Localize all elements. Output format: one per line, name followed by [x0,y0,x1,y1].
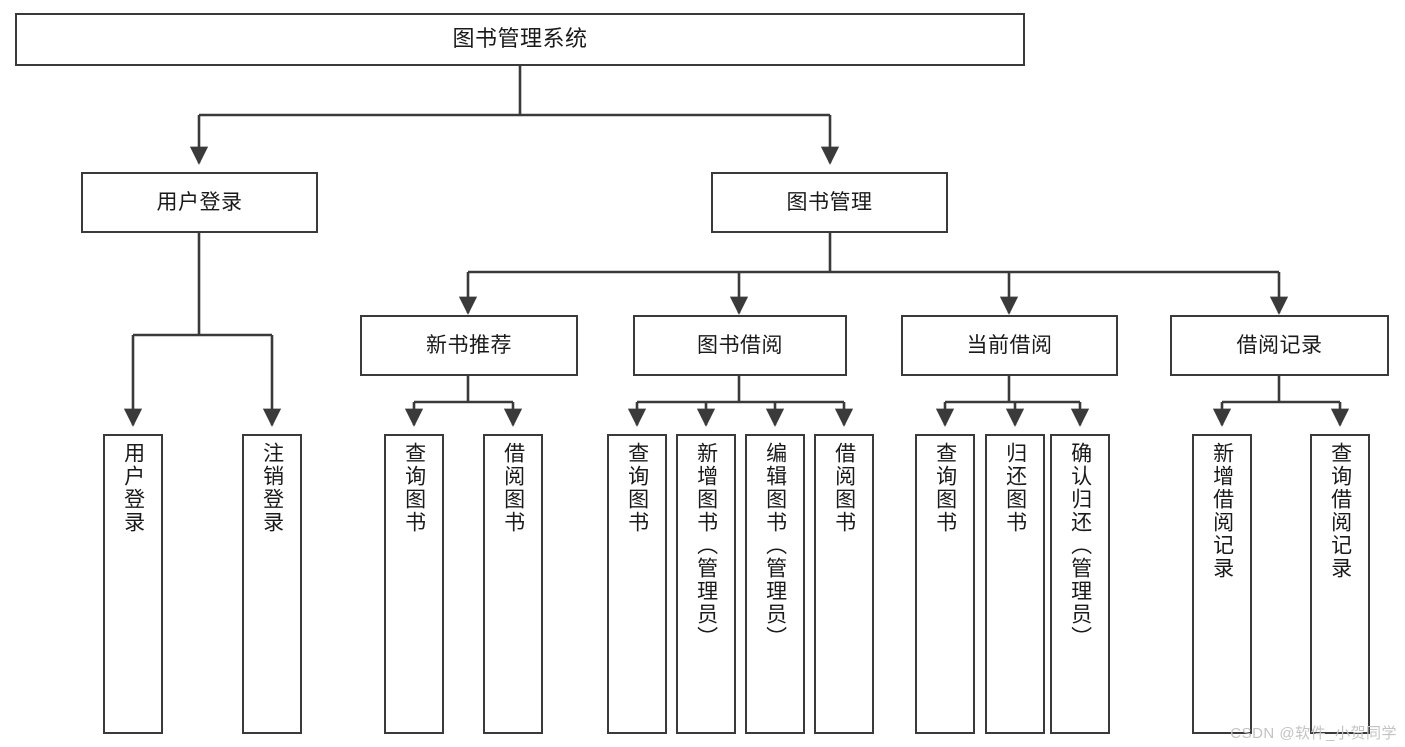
leaf-add-borrow-record[interactable]: 新增借阅记录 [1192,434,1252,734]
leaf-query-book-1[interactable]: 查询图书 [384,434,444,734]
node-book-borrow[interactable]: 图书借阅 [633,315,847,376]
leaf-confirm-return[interactable]: 确认归还（管理员） [1050,434,1110,734]
csdn-watermark: CSDN @软件_小贺同学 [1230,725,1397,742]
node-user-login[interactable]: 用户登录 [81,172,318,233]
node-current-borrow[interactable]: 当前借阅 [901,315,1118,376]
node-book-management[interactable]: 图书管理 [711,172,948,233]
leaf-borrow-book-2[interactable]: 借阅图书 [814,434,874,734]
node-label: 图书管理系统 [452,26,588,52]
node-borrow-record[interactable]: 借阅记录 [1170,315,1389,376]
node-label: 查询图书 [625,442,649,534]
leaf-query-book-3[interactable]: 查询图书 [915,434,975,734]
leaf-user-login[interactable]: 用户登录 [103,434,163,734]
leaf-query-borrow-record[interactable]: 查询借阅记录 [1310,434,1370,734]
leaf-logout-login[interactable]: 注销登录 [242,434,302,734]
leaf-borrow-book-1[interactable]: 借阅图书 [483,434,543,734]
leaf-query-book-2[interactable]: 查询图书 [607,434,667,734]
node-label: 确认归还（管理员） [1068,442,1092,649]
leaf-add-book[interactable]: 新增图书（管理员） [676,434,736,734]
node-label: 查询图书 [933,442,957,534]
node-label: 注销登录 [260,442,284,534]
node-label: 新增图书（管理员） [694,442,718,649]
node-label: 图书管理 [786,190,873,214]
node-label: 用户登录 [121,442,145,534]
node-label: 当前借阅 [966,333,1053,357]
node-label: 新书推荐 [426,333,512,357]
leaf-edit-book[interactable]: 编辑图书（管理员） [745,434,805,734]
node-new-book-recommend[interactable]: 新书推荐 [360,315,578,376]
node-label: 查询图书 [402,442,426,534]
node-label: 编辑图书（管理员） [763,442,787,649]
node-label: 用户登录 [156,190,243,214]
node-label: 借阅记录 [1236,333,1323,357]
node-label: 查询借阅记录 [1328,442,1352,580]
node-label: 借阅图书 [832,442,856,534]
node-label: 借阅图书 [501,442,525,534]
node-book-management-system[interactable]: 图书管理系统 [15,13,1025,66]
node-label: 图书借阅 [697,333,783,357]
node-label: 新增借阅记录 [1210,442,1234,580]
leaf-return-book[interactable]: 归还图书 [985,434,1045,734]
node-label: 归还图书 [1003,442,1027,534]
